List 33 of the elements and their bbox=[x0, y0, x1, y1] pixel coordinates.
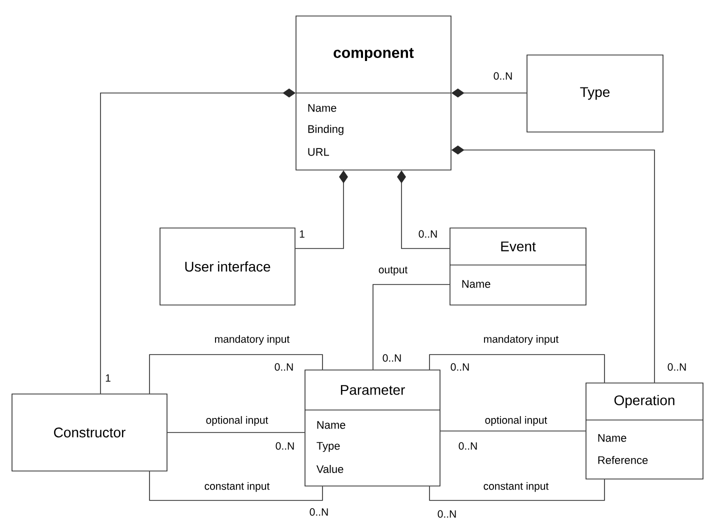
edge-label: constant input bbox=[203, 481, 271, 493]
multiplicity-label: 0..N bbox=[449, 362, 471, 372]
association-line bbox=[429, 354, 605, 383]
multiplicity-label: 0..N bbox=[436, 509, 458, 519]
edge-label: mandatory input bbox=[213, 334, 291, 346]
association-line bbox=[149, 354, 323, 394]
edge-label: mandatory input bbox=[482, 334, 560, 346]
class-box: Event Name bbox=[450, 228, 586, 306]
edge-label: 0..N bbox=[492, 71, 514, 81]
edge-label: 0..N bbox=[666, 362, 688, 372]
multiplicity-label: 0..N bbox=[381, 353, 403, 363]
edge-label: 0..N bbox=[417, 229, 439, 239]
association-line bbox=[149, 471, 323, 501]
edge-label: output bbox=[377, 266, 409, 276]
association-line bbox=[440, 430, 586, 432]
edge-label: optional input bbox=[484, 415, 548, 427]
edge-label: optional input bbox=[204, 415, 270, 427]
edge-label: 1 bbox=[298, 229, 306, 239]
class-box: User interface bbox=[160, 228, 296, 306]
association-line bbox=[429, 479, 605, 501]
class-box: Type bbox=[526, 54, 664, 132]
multiplicity-label: 0..N bbox=[274, 441, 296, 451]
association-line bbox=[372, 284, 450, 370]
edge-label: constant input bbox=[482, 481, 550, 493]
class-box: Constructor bbox=[12, 394, 168, 472]
multiplicity-label: 0..N bbox=[308, 507, 330, 517]
class-box: Operation Name Reference bbox=[586, 382, 704, 480]
association-line bbox=[167, 432, 305, 433]
edge-label: 1 bbox=[104, 373, 112, 383]
class-box: component Name Binding URL bbox=[296, 16, 452, 170]
multiplicity-label: 0..N bbox=[457, 441, 479, 451]
class-box: Parameter Name Type Value bbox=[304, 370, 440, 486]
multiplicity-label: 0..N bbox=[273, 362, 295, 372]
